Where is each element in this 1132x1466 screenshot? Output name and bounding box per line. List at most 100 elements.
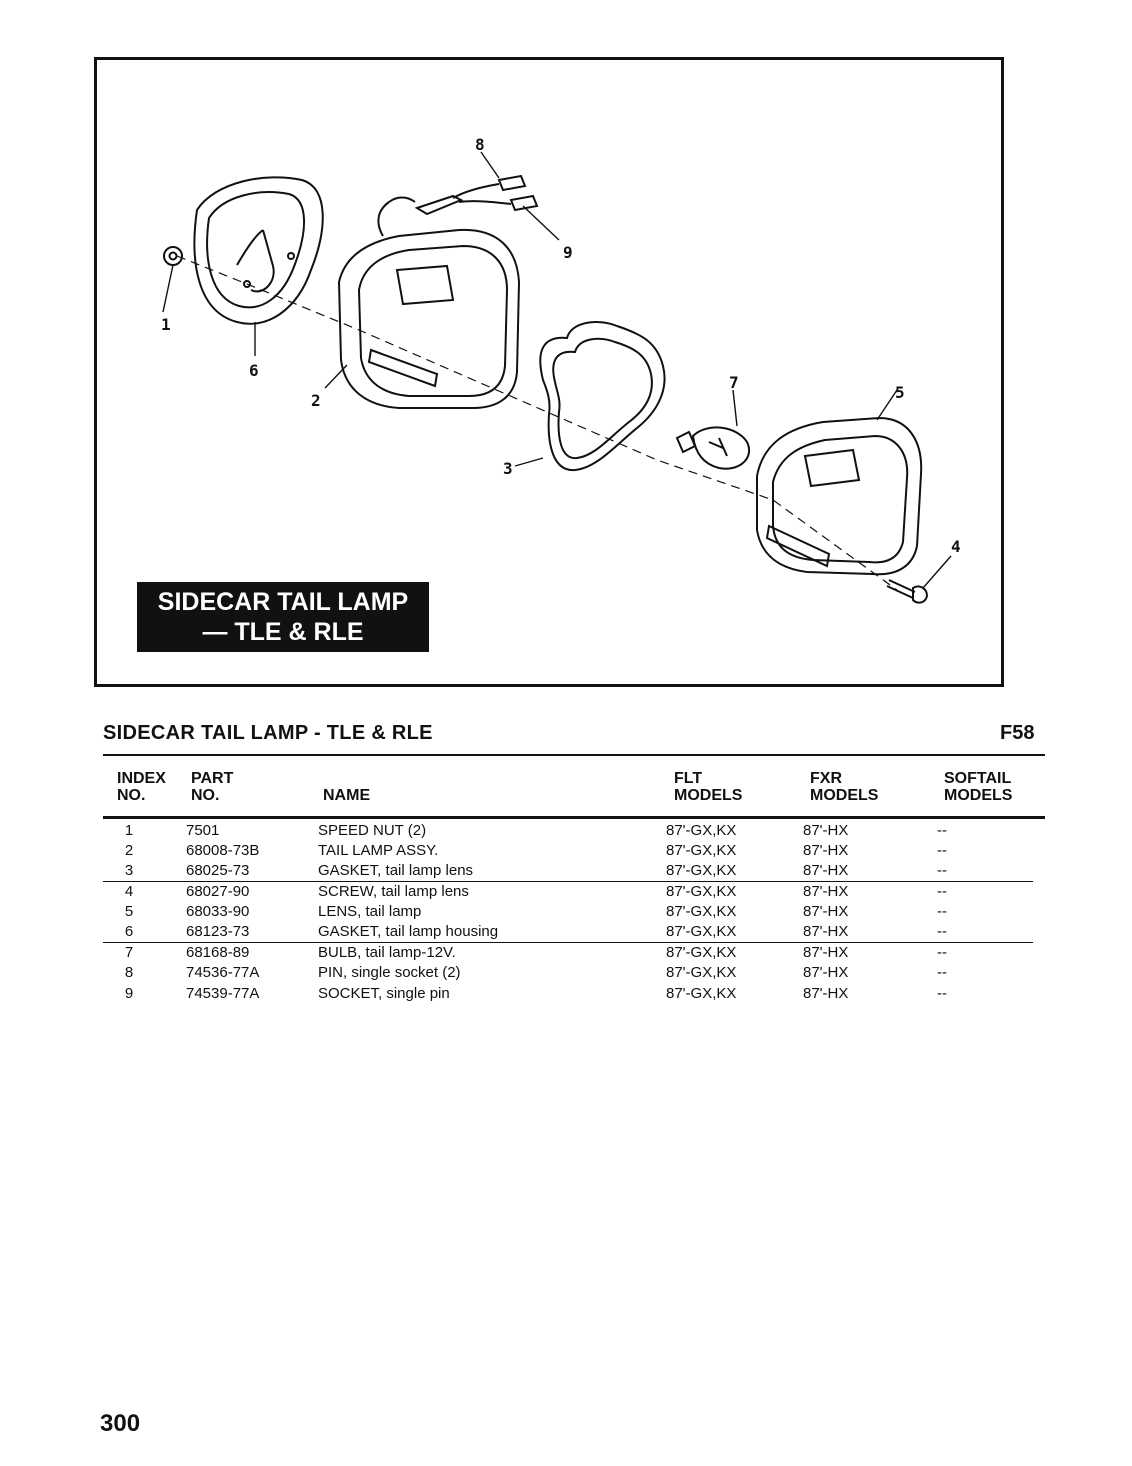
cell-softail: -- (937, 883, 947, 900)
cell-flt: 87'-GX,KX (666, 944, 737, 961)
cell-index: 5 (124, 903, 134, 920)
table-row: 9 74539-77A SOCKET, single pin 87'-GX,KX… (0, 984, 1132, 1004)
cell-softail: -- (937, 842, 947, 859)
header-index: INDEX NO. (117, 770, 166, 804)
cell-softail: -- (937, 923, 947, 940)
cell-softail: -- (937, 862, 947, 879)
section-rule (103, 754, 1045, 756)
cell-name: GASKET, tail lamp lens (318, 862, 474, 879)
cell-softail: -- (937, 822, 947, 839)
table-row: 6 68123-73 GASKET, tail lamp housing 87'… (0, 922, 1132, 942)
cell-name: TAIL LAMP ASSY. (318, 842, 439, 859)
cell-fxr: 87'-HX (803, 944, 849, 961)
cell-part: 74539-77A (186, 985, 260, 1002)
cell-part: 68123-73 (186, 923, 250, 940)
header-softail-line1: SOFTAIL (944, 770, 1012, 787)
header-flt-line1: FLT (674, 770, 703, 787)
callout-8: 8 (475, 135, 485, 154)
cell-flt: 87'-GX,KX (666, 883, 737, 900)
wire-terminals-part (388, 174, 539, 216)
callout-3: 3 (503, 459, 513, 478)
table-row: 4 68027-90 SCREW, tail lamp lens 87'-GX,… (0, 882, 1132, 902)
cell-name: SOCKET, single pin (318, 985, 450, 1002)
cell-part: 74536-77A (186, 964, 260, 981)
callout-4: 4 (951, 537, 961, 556)
cell-fxr: 87'-HX (803, 842, 849, 859)
cell-part: 68033-90 (186, 903, 250, 920)
cell-name: SCREW, tail lamp lens (318, 883, 469, 900)
cell-fxr: 87'-HX (803, 822, 849, 839)
header-rule (103, 816, 1045, 819)
cell-flt: 87'-GX,KX (666, 842, 737, 859)
header-part-line2: NO. (191, 787, 220, 804)
cell-name: BULB, tail lamp-12V. (318, 944, 456, 961)
lens-part (756, 416, 923, 576)
cell-index: 4 (124, 883, 134, 900)
housing-gasket-part (193, 176, 324, 325)
cell-fxr: 87'-HX (803, 883, 849, 900)
figure-title-line2: — TLE & RLE (202, 618, 364, 646)
figure-title-line1: SIDECAR TAIL LAMP (157, 588, 409, 616)
header-name-line1 (323, 770, 370, 787)
cell-index: 2 (124, 842, 134, 859)
section-title: SIDECAR TAIL LAMP - TLE & RLE (103, 722, 433, 744)
cell-flt: 87'-GX,KX (666, 923, 737, 940)
cell-softail: -- (937, 903, 947, 920)
callout-5: 5 (895, 383, 905, 402)
exploded-view-figure: 1 2 3 4 5 6 7 8 9 SIDECAR TAIL LAMP — TL… (94, 57, 1004, 687)
callout-7: 7 (729, 373, 739, 392)
table-row: 8 74536-77A PIN, single socket (2) 87'-G… (0, 963, 1132, 983)
speed-nut-part (163, 246, 183, 266)
group-divider (103, 942, 1033, 943)
header-softail: SOFTAIL MODELS (944, 770, 1012, 804)
cell-index: 8 (124, 964, 134, 981)
cell-name: SPEED NUT (2) (318, 822, 427, 839)
header-fxr-line2: MODELS (810, 787, 879, 804)
header-softail-line2: MODELS (944, 787, 1013, 804)
cell-flt: 87'-GX,KX (666, 822, 737, 839)
tail-lamp-illustration: 1 2 3 4 5 6 7 8 9 (161, 135, 961, 604)
header-index-line2: NO. (117, 787, 146, 804)
header-part-line1: PART (191, 770, 234, 787)
cell-softail: -- (937, 944, 947, 961)
cell-index: 3 (124, 862, 134, 879)
header-flt: FLT MODELS (674, 770, 742, 804)
cell-flt: 87'-GX,KX (666, 985, 737, 1002)
header-index-line1: INDEX (117, 770, 166, 787)
cell-index: 6 (124, 923, 134, 940)
bulb-part (675, 426, 750, 470)
callout-2: 2 (311, 391, 321, 410)
cell-flt: 87'-GX,KX (666, 903, 737, 920)
callout-9: 9 (563, 243, 573, 262)
cell-part: 68168-89 (186, 944, 250, 961)
screw-part (886, 579, 929, 604)
cell-name: PIN, single socket (2) (318, 964, 461, 981)
page-number: 300 (100, 1410, 141, 1437)
cell-part: 68027-90 (186, 883, 250, 900)
lens-gasket-part (539, 321, 666, 472)
cell-fxr: 87'-HX (803, 903, 849, 920)
header-fxr: FXR MODELS (810, 770, 878, 804)
cell-index: 7 (124, 944, 134, 961)
cell-softail: -- (937, 985, 947, 1002)
cell-fxr: 87'-HX (803, 964, 849, 981)
cell-flt: 87'-GX,KX (666, 862, 737, 879)
cell-part: 68025-73 (186, 862, 250, 879)
cell-index: 9 (124, 985, 134, 1002)
callout-6: 6 (249, 361, 259, 380)
header-part: PART NO. (191, 770, 233, 804)
figure-code: F58 (1000, 722, 1035, 744)
cell-name: GASKET, tail lamp housing (318, 923, 499, 940)
cell-part: 7501 (186, 822, 220, 839)
header-fxr-line1: FXR (810, 770, 842, 787)
cell-index: 1 (124, 822, 134, 839)
cell-fxr: 87'-HX (803, 862, 849, 879)
table-row: 3 68025-73 GASKET, tail lamp lens 87'-GX… (0, 861, 1132, 881)
lamp-housing-part (337, 201, 521, 409)
table-row: 5 68033-90 LENS, tail lamp 87'-GX,KX 87'… (0, 902, 1132, 922)
cell-name: LENS, tail lamp (318, 903, 422, 920)
header-flt-line2: MODELS (674, 787, 743, 804)
table-row: 7 68168-89 BULB, tail lamp-12V. 87'-GX,K… (0, 943, 1132, 963)
cell-fxr: 87'-HX (803, 985, 849, 1002)
group-divider (103, 881, 1033, 882)
